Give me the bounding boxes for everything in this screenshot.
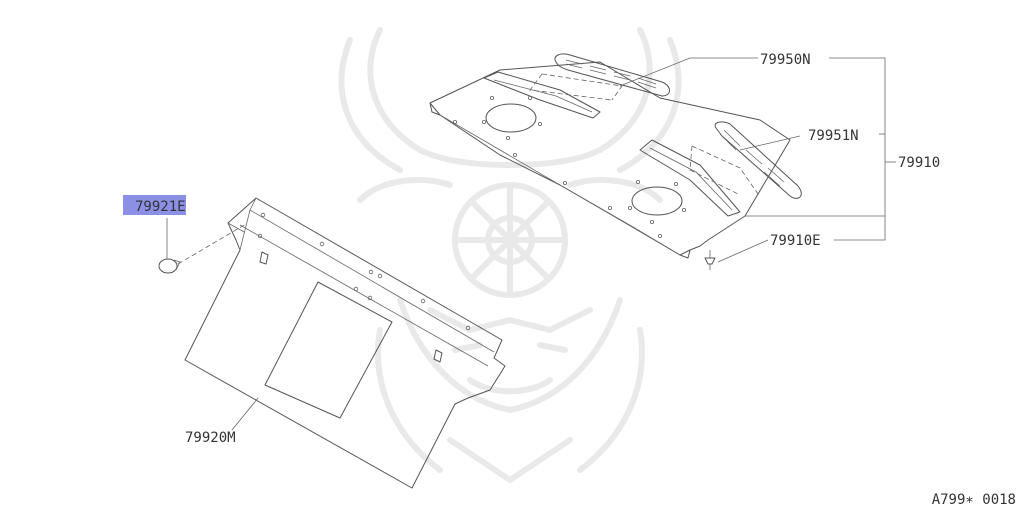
part-highlight: [123, 195, 186, 215]
garnish-79950N: [529, 53, 670, 101]
clip-79921E: [158, 223, 247, 274]
garnish-79951N: [689, 121, 802, 199]
label-79950N[interactable]: 79950N: [760, 52, 811, 68]
parcel-shelf-79910: [429, 61, 791, 259]
trim-panel-79920M: [184, 197, 506, 489]
watermark-logo: [338, 27, 682, 483]
label-79921E[interactable]: 79921E: [135, 199, 186, 215]
label-79951N[interactable]: 79951N: [808, 128, 859, 144]
clip-79910E: [704, 250, 716, 270]
label-79920M[interactable]: 79920M: [185, 430, 236, 446]
leader-lines: [166, 57, 896, 431]
label-79910E[interactable]: 79910E: [770, 233, 821, 249]
label-79910[interactable]: 79910: [898, 155, 940, 171]
figure-code: A799∗ 0018: [932, 492, 1016, 508]
